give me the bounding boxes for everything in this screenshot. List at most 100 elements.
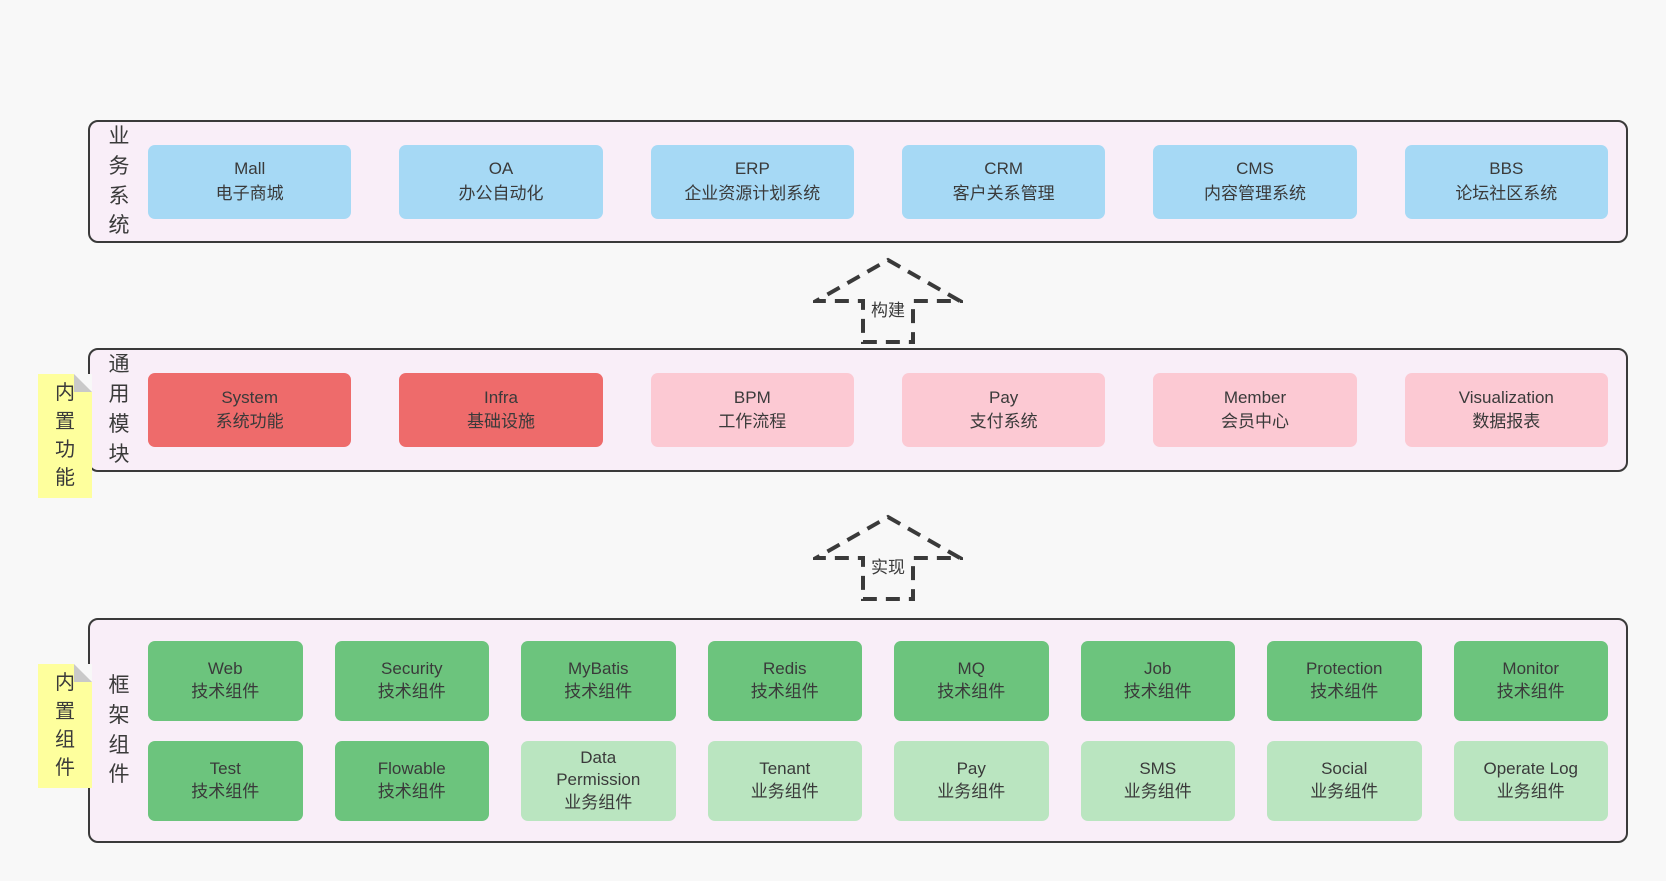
arrow-implement: 实现 (813, 514, 963, 602)
box-sms: SMS 业务组件 (1080, 740, 1235, 821)
box-crm: CRM 客户关系管理 (901, 144, 1106, 219)
box-title: ERP (734, 159, 770, 179)
layer-modules-label: 通用模块 (108, 353, 130, 466)
box-title: Flowable (377, 759, 446, 779)
sticky-note-builtin-features-text: 内置功能 (55, 382, 75, 490)
box-title: Pay (956, 759, 986, 779)
box-protection: Protection 技术组件 (1267, 640, 1422, 721)
box-title: Data Permission (556, 747, 641, 790)
box-tenant: Tenant 业务组件 (707, 740, 862, 821)
note-fold-corner-icon (74, 664, 92, 682)
box-subtitle: 业务组件 (564, 792, 633, 812)
layer-business-systems: 业务系统 Mall 电子商城 OA 办公自动化 ERP 企业资源计划系统 CRM… (88, 120, 1628, 243)
layer-modules-label-column: 通用模块 (90, 350, 148, 470)
box-title: BPM (733, 387, 771, 407)
arrow-build-label: 构建 (866, 295, 910, 322)
box-title: Member (1223, 387, 1287, 407)
box-visualization: Visualization 数据报表 (1404, 373, 1608, 447)
box-title: Monitor (1502, 659, 1560, 679)
box-title: BBS (1489, 159, 1524, 179)
box-subtitle: 技术组件 (750, 681, 819, 701)
business-boxes: Mall 电子商城 OA 办公自动化 ERP 企业资源计划系统 CRM 客户关系… (148, 122, 1626, 241)
box-subtitle: 技术组件 (1123, 681, 1192, 701)
dashed-up-arrow-icon (813, 257, 963, 344)
box-mall: Mall 电子商城 (148, 144, 352, 219)
box-subtitle: 业务组件 (750, 781, 819, 801)
box-oa: OA 办公自动化 (399, 144, 603, 219)
box-security: Security 技术组件 (334, 640, 489, 721)
box-subtitle: 数据报表 (1472, 412, 1541, 431)
arrow-implement-label: 实现 (866, 552, 910, 579)
box-subtitle: 技术组件 (937, 681, 1006, 701)
box-subtitle: 论坛社区系统 (1455, 183, 1558, 203)
box-test: Test 技术组件 (148, 740, 303, 821)
box-subtitle: 办公自动化 (458, 183, 544, 203)
box-operate-log: Operate Log 业务组件 (1453, 740, 1608, 821)
sticky-note-builtin-features: 内置功能 (38, 374, 92, 498)
box-subtitle: 技术组件 (1496, 681, 1565, 701)
box-erp: ERP 企业资源计划系统 (650, 144, 854, 219)
box-subtitle: 内容管理系统 (1203, 183, 1306, 203)
box-system: System 系统功能 (148, 373, 352, 447)
box-mq: MQ 技术组件 (894, 640, 1049, 721)
box-mybatis: MyBatis 技术组件 (521, 640, 676, 721)
arrow-build: 构建 (813, 257, 963, 345)
dashed-up-arrow-icon (813, 514, 963, 601)
box-subtitle: 工作流程 (718, 412, 787, 431)
box-title: Protection (1305, 659, 1383, 679)
sticky-note-builtin-components: 内置组件 (38, 664, 92, 788)
box-subtitle: 业务组件 (1310, 781, 1379, 801)
box-subtitle: 技术组件 (564, 681, 633, 701)
box-title: Security (381, 659, 443, 679)
box-subtitle: 业务组件 (1496, 781, 1565, 801)
box-bpm: BPM 工作流程 (650, 373, 854, 447)
layer-framework-components: 框架组件 Web 技术组件 Security 技术组件 MyBatis 技术组件… (88, 618, 1628, 843)
box-subtitle: 技术组件 (191, 781, 260, 801)
box-title: Social (1321, 759, 1368, 779)
box-title: Pay (989, 387, 1019, 407)
box-title: Infra (483, 387, 518, 407)
box-title: Job (1144, 659, 1172, 679)
box-subtitle: 电子商城 (215, 183, 284, 203)
box-title: MQ (957, 659, 985, 679)
box-pay-component: Pay 业务组件 (894, 740, 1049, 821)
box-title: Operate Log (1483, 759, 1578, 779)
box-title: Redis (763, 659, 807, 679)
box-social: Social 业务组件 (1267, 740, 1422, 821)
layer-common-modules: 通用模块 System 系统功能 Infra 基础设施 BPM 工作流程 Pay… (88, 348, 1628, 472)
box-title: Visualization (1458, 387, 1554, 407)
box-subtitle: 技术组件 (377, 681, 446, 701)
box-subtitle: 支付系统 (969, 412, 1038, 431)
module-boxes: System 系统功能 Infra 基础设施 BPM 工作流程 Pay 支付系统… (148, 350, 1626, 470)
box-subtitle: 会员中心 (1220, 412, 1289, 431)
box-cms: CMS 内容管理系统 (1153, 144, 1357, 219)
box-job: Job 技术组件 (1080, 640, 1235, 721)
box-web: Web 技术组件 (148, 640, 303, 721)
box-subtitle: 基础设施 (466, 412, 535, 431)
box-title: CMS (1236, 159, 1274, 179)
box-subtitle: 技术组件 (377, 781, 446, 801)
box-title: CRM (984, 159, 1024, 179)
box-subtitle: 业务组件 (1123, 781, 1192, 801)
box-title: System (221, 387, 278, 407)
sticky-note-builtin-components-text: 内置组件 (55, 672, 75, 780)
box-subtitle: 系统功能 (215, 412, 284, 431)
box-infra: Infra 基础设施 (399, 373, 603, 447)
box-title: OA (488, 159, 514, 179)
layer-business-label-column: 业务系统 (90, 122, 148, 241)
note-fold-corner-icon (74, 374, 92, 392)
box-title: Test (209, 759, 241, 779)
box-title: SMS (1139, 759, 1177, 779)
layer-components-label-column: 框架组件 (90, 620, 148, 841)
box-bbs: BBS 论坛社区系统 (1404, 144, 1608, 219)
layer-business-label: 业务系统 (108, 124, 130, 238)
box-subtitle: 企业资源计划系统 (684, 183, 821, 203)
box-title: Web (207, 659, 243, 679)
box-member: Member 会员中心 (1153, 373, 1357, 447)
box-pay-system: Pay 支付系统 (901, 373, 1106, 447)
box-title: Tenant (759, 759, 811, 779)
component-boxes: Web 技术组件 Security 技术组件 MyBatis 技术组件 Redi… (148, 620, 1626, 841)
box-subtitle: 技术组件 (191, 681, 260, 701)
box-monitor: Monitor 技术组件 (1453, 640, 1608, 721)
